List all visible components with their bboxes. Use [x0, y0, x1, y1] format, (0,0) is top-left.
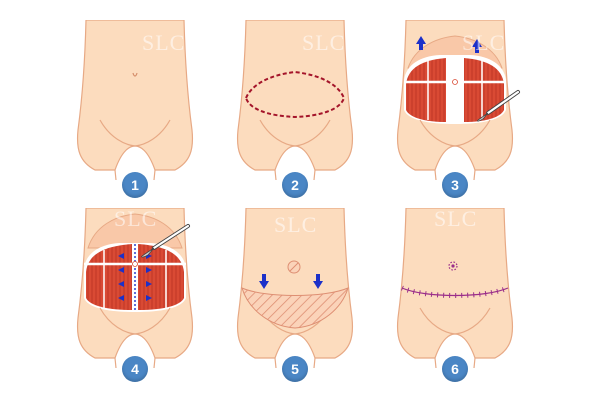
- rectus-muscle-right: [138, 244, 184, 310]
- step-2-panel: SLC 2: [230, 20, 360, 200]
- step-number-badge: 1: [122, 172, 148, 198]
- closure-suture-line: [401, 287, 509, 297]
- torso-illustration: [76, 20, 194, 181]
- step-number-badge: 2: [282, 172, 308, 198]
- arrow-down-icon: [259, 274, 269, 289]
- torso-illustration: [236, 20, 354, 181]
- step-number-badge: 4: [122, 356, 148, 382]
- scalpel-icon: [477, 90, 520, 122]
- rectus-muscle-right: [464, 58, 504, 122]
- incision-line: [244, 70, 346, 119]
- torso-illustration: [396, 208, 514, 369]
- rectus-muscle-left: [406, 58, 446, 122]
- step-number-badge: 5: [282, 356, 308, 382]
- arrow-up-icon: [472, 39, 482, 53]
- step-number-badge: 3: [442, 172, 468, 198]
- umbilicus-suture: [448, 261, 458, 271]
- arrow-up-icon: [416, 36, 426, 50]
- step-3-panel: SLC 3: [390, 20, 520, 200]
- umbilicus-marker: [287, 260, 301, 274]
- step-5-panel: SLC 5: [230, 208, 360, 388]
- step-1-panel: SLC 1: [70, 20, 200, 200]
- step-6-panel: SLC 6: [390, 206, 520, 388]
- rectus-muscle-left: [86, 244, 132, 310]
- torso-illustration: [396, 20, 520, 181]
- arrow-down-icon: [313, 274, 323, 289]
- excised-skin-area: [241, 287, 349, 329]
- torso-illustration: [76, 208, 194, 369]
- step-4-panel: SLC 4: [70, 206, 200, 388]
- step-number-badge: 6: [442, 356, 468, 382]
- torso-illustration: [236, 208, 354, 369]
- scalpel-icon: [141, 224, 190, 258]
